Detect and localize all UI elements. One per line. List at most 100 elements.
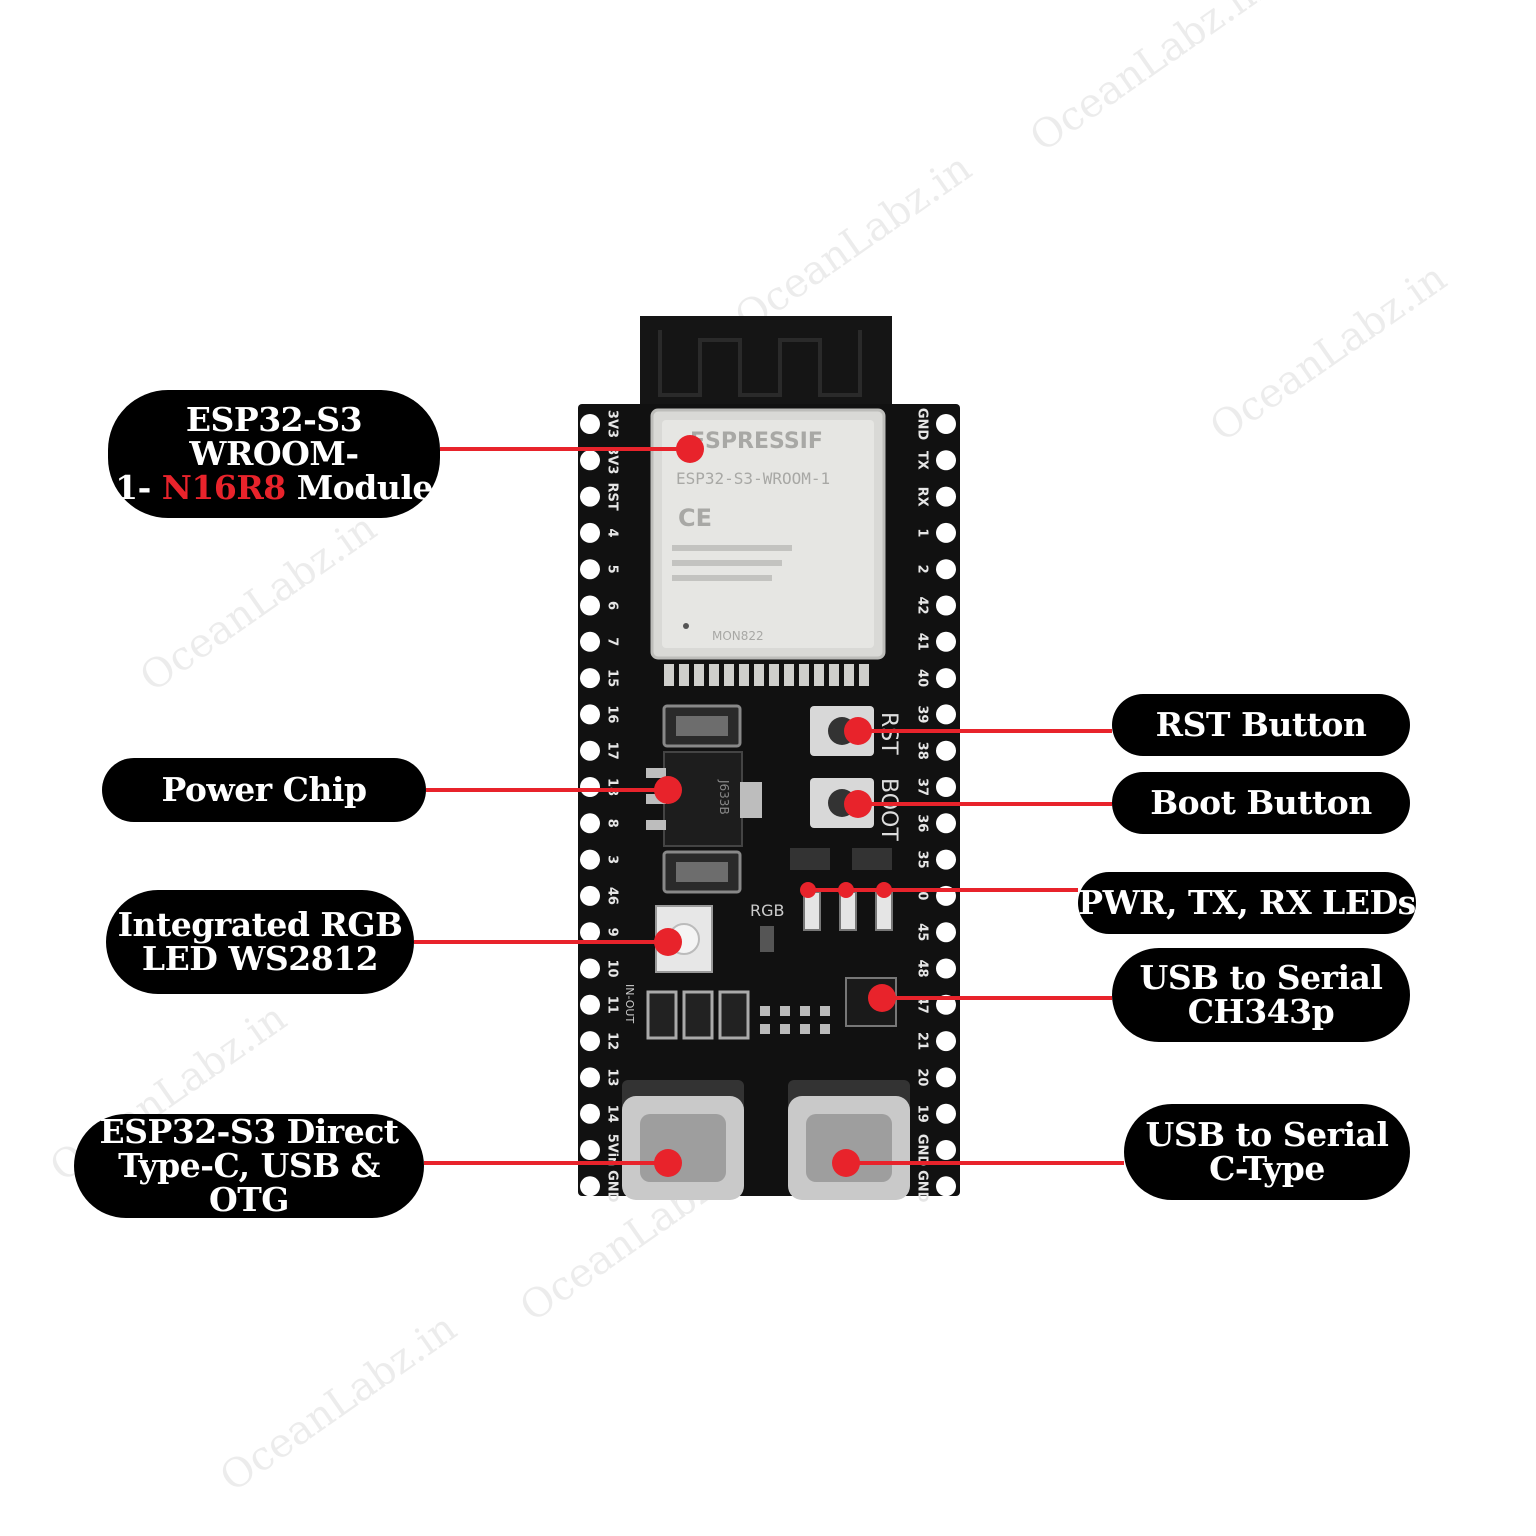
right-pin-label: GND — [915, 1134, 930, 1167]
module-pad — [739, 664, 749, 686]
left-header-pin — [580, 958, 600, 979]
silk-boot: BOOT — [876, 778, 901, 841]
right-header-pin — [936, 1103, 956, 1124]
right-pin-label: 20 — [915, 1068, 930, 1086]
left-header-pin — [580, 704, 600, 725]
right-pin-label: 38 — [915, 742, 930, 760]
label-rst-button: RST Button — [1112, 694, 1410, 756]
left-header-pin — [580, 1067, 600, 1088]
right-header-pin — [936, 813, 956, 834]
silk-rgb: RGB — [750, 901, 785, 920]
module-code: MON822 — [712, 629, 764, 643]
silk-in-out: IN-OUT — [623, 984, 636, 1023]
label-usb-serial-chip: USB to Serial CH343p — [1112, 948, 1410, 1042]
pointer-dot — [838, 882, 854, 898]
label-boot-button: Boot Button — [1112, 772, 1410, 834]
pointer-dot — [654, 1149, 682, 1177]
silk-rst: RST — [876, 712, 901, 755]
right-header-pin — [936, 595, 956, 616]
right-pin-label: 48 — [915, 959, 930, 977]
module-pad — [814, 664, 824, 686]
left-pin-label: 18 — [605, 778, 620, 796]
left-header-pin — [580, 450, 600, 471]
right-pin-label: 1 — [915, 528, 930, 537]
right-pin-label: 0 — [915, 891, 930, 900]
left-header-pin — [580, 777, 600, 797]
right-pin-label: 21 — [915, 1032, 930, 1050]
label-module-line1: ESP32-S3 WROOM- — [185, 400, 363, 473]
right-header-pin — [936, 740, 956, 761]
right-pin-label: 19 — [915, 1105, 930, 1123]
left-header-pin — [580, 1140, 600, 1160]
left-pin-label: 15 — [605, 669, 620, 687]
label-rgb-led: Integrated RGB LED WS2812 — [106, 890, 414, 994]
right-header-pin — [936, 631, 956, 652]
module-mark: CE — [678, 504, 712, 532]
right-pin-label: 41 — [915, 633, 930, 651]
module-pad — [694, 664, 704, 686]
right-pin-label: 36 — [915, 814, 930, 832]
left-pin-label: 3V3 — [605, 446, 620, 474]
right-header-pin — [936, 486, 956, 507]
left-pin-label: 11 — [605, 996, 620, 1014]
module-model: ESP32-S3-WROOM-1 — [676, 469, 830, 488]
right-header-pin — [936, 704, 956, 725]
label-usb-serial-ctype: USB to Serial C-Type — [1124, 1104, 1410, 1200]
right-header-pin — [936, 777, 956, 797]
left-header-pin — [580, 922, 600, 943]
left-pin-label: 17 — [605, 742, 620, 760]
label-module: ESP32-S3 WROOM- 1- N16R8 Module — [108, 390, 440, 518]
antenna — [640, 316, 892, 416]
pointer-dot — [654, 928, 682, 956]
right-header-pin — [936, 958, 956, 979]
left-pin-label: 10 — [605, 959, 620, 977]
pointer-dot — [844, 790, 872, 818]
module-pad — [724, 664, 734, 686]
left-pin-label: 6 — [605, 601, 620, 610]
left-pin-label: 7 — [605, 637, 620, 646]
left-header-pin — [580, 1103, 600, 1124]
left-pin-label: RST — [605, 482, 620, 510]
left-header-pin — [580, 522, 600, 543]
pointer-dot — [868, 984, 896, 1012]
left-pin-label: 9 — [605, 928, 620, 937]
right-pin-label: RX — [915, 487, 930, 507]
left-header-pin — [580, 1176, 600, 1197]
right-header-pin — [936, 668, 956, 689]
right-pin-label: TX — [915, 451, 930, 470]
left-header-pin — [580, 668, 600, 689]
right-pin-label: 35 — [915, 851, 930, 869]
left-pin-label: GND — [605, 1170, 620, 1203]
right-pin-label: 37 — [915, 778, 930, 796]
left-pin-label: 46 — [605, 887, 620, 905]
right-header-pin — [936, 1176, 956, 1197]
module-brand: ESPRESSIF — [690, 429, 823, 454]
label-module-line2: 1- N16R8 Module — [115, 468, 433, 507]
module-pad — [784, 664, 794, 686]
module-pad — [799, 664, 809, 686]
left-header-pin — [580, 813, 600, 834]
module-pad — [709, 664, 719, 686]
pointer-dot — [654, 776, 682, 804]
label-power-chip: Power Chip — [102, 758, 426, 822]
right-pin-label: 45 — [915, 923, 930, 941]
left-header-pin — [580, 994, 600, 1015]
label-leds: PWR, TX, RX LEDs — [1078, 872, 1416, 934]
right-header-pin — [936, 849, 956, 870]
left-pin-label: 4 — [605, 528, 620, 537]
right-pin-label: GND — [915, 1170, 930, 1203]
right-header-pin — [936, 922, 956, 943]
right-header-pin — [936, 522, 956, 543]
right-header-pin — [936, 1031, 956, 1052]
left-pin-label: 8 — [605, 819, 620, 828]
right-header-pin — [936, 1140, 956, 1160]
left-header-pin — [580, 414, 600, 434]
module-pad — [769, 664, 779, 686]
right-pin-label: 47 — [915, 996, 930, 1014]
module-pad — [664, 664, 674, 686]
left-pin-label: 5 — [605, 565, 620, 574]
left-header-pin — [580, 631, 600, 652]
left-header-pin — [580, 595, 600, 616]
module-pad — [844, 664, 854, 686]
